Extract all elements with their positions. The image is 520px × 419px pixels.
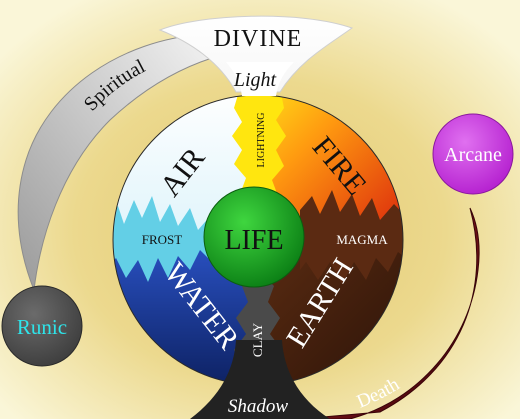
clay-wedge	[224, 270, 292, 385]
earth-sector	[258, 240, 403, 385]
magma-label: MAGMA	[336, 232, 388, 247]
frost-label: FROST	[142, 232, 183, 247]
light-label: Light	[233, 69, 277, 91]
divine-swoosh	[158, 15, 354, 93]
magma-band	[300, 190, 403, 284]
life-circle	[203, 186, 305, 288]
runic-label: Runic	[17, 315, 67, 339]
light-funnel	[226, 62, 294, 96]
clay-label: CLAY	[250, 322, 265, 357]
shadow-label: Shadow	[228, 396, 289, 417]
shadow-funnel	[190, 340, 330, 419]
runic-circle	[1, 285, 83, 367]
death-swoosh	[299, 207, 480, 419]
lightning-wedge	[232, 95, 286, 210]
water-sector	[113, 240, 258, 385]
life-label: LIFE	[224, 225, 283, 256]
lightning-label: LIGHTNING	[256, 113, 267, 168]
arcane-label: Arcane	[444, 144, 502, 166]
divine-label: DIVINE	[214, 26, 303, 52]
elements-wheel	[113, 95, 403, 385]
frost-band	[113, 196, 212, 282]
arcane-circle	[432, 113, 514, 195]
